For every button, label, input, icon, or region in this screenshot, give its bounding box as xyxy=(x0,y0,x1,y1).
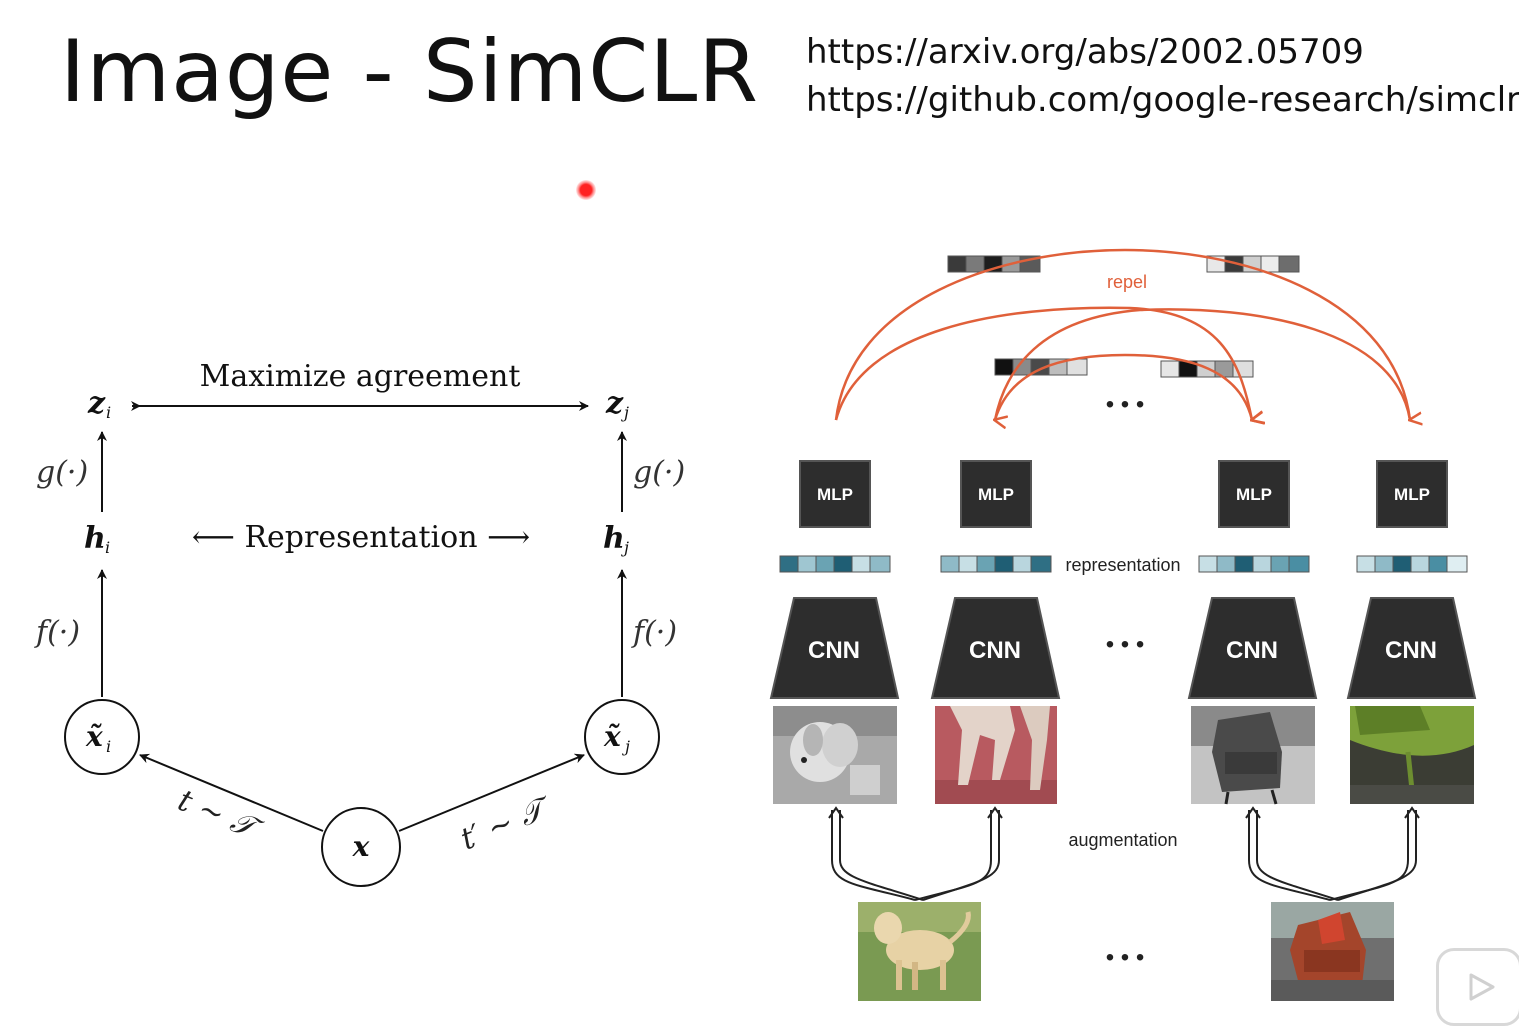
t-left-arrow xyxy=(139,753,324,832)
svg-text:j: j xyxy=(622,737,630,756)
h-i-label: h xyxy=(84,521,106,556)
augmented-image-chair-green xyxy=(1350,706,1474,804)
cnn-block-1: CNN xyxy=(769,597,900,699)
ellipsis-top: • • • xyxy=(1106,391,1145,418)
right-diagram: repel • • • MLP MLP MLP MLP xyxy=(769,248,1477,1001)
mlp-block-2: MLP xyxy=(960,460,1032,528)
cnn-block-2: CNN xyxy=(930,597,1061,699)
svg-text:MLP: MLP xyxy=(1236,485,1272,504)
svg-text:CNN: CNN xyxy=(1385,637,1437,664)
augmentation-arrows xyxy=(831,810,1417,901)
x-node xyxy=(321,807,401,887)
left-diagram: Maximize agreement z i z j g(·) g(·) h i… xyxy=(34,359,685,887)
representation-text: representation xyxy=(1065,555,1180,575)
svg-text:MLP: MLP xyxy=(1394,485,1430,504)
t-right-label: t′ ∼ 𝒯 xyxy=(456,789,557,857)
h-j-label: h xyxy=(603,521,625,556)
maximize-agreement-label: Maximize agreement xyxy=(200,359,521,394)
f-right-label: f(·) xyxy=(631,615,677,650)
projection-vector-3 xyxy=(994,358,1088,376)
augmented-image-chair-grayscale xyxy=(1191,706,1315,805)
augmented-image-dog-legs-red xyxy=(935,706,1057,804)
ellipsis-bottom: • • • xyxy=(1106,944,1145,971)
svg-text:i: i xyxy=(106,737,111,756)
projection-vector-1 xyxy=(947,255,1041,273)
svg-text:j: j xyxy=(621,538,629,557)
ellipsis-mid: • • • xyxy=(1106,631,1145,658)
representation-vector-1 xyxy=(779,555,891,573)
original-image-chair xyxy=(1271,902,1394,1001)
svg-text:MLP: MLP xyxy=(817,485,853,504)
svg-text:CNN: CNN xyxy=(969,637,1021,664)
representation-vector-3 xyxy=(1198,555,1310,573)
laser-pointer xyxy=(576,180,596,200)
svg-text:CNN: CNN xyxy=(808,637,860,664)
z-j-label: z xyxy=(605,386,624,421)
svg-text:j: j xyxy=(621,403,629,422)
projection-vector-2 xyxy=(1206,255,1300,273)
cnn-block-3: CNN xyxy=(1187,597,1318,699)
repel-arcs xyxy=(834,248,1410,420)
slide-title: Image - SimCLR xyxy=(60,22,760,122)
x-j-node xyxy=(584,699,660,775)
g-right-label: g(·) xyxy=(633,455,685,490)
representation-vector-2 xyxy=(940,555,1052,573)
svg-text:CNN: CNN xyxy=(1226,637,1278,664)
svg-text:MLP: MLP xyxy=(978,485,1014,504)
augmentation-label: augmentation xyxy=(1068,830,1177,850)
x-i-label: x̃ xyxy=(85,720,103,753)
x-j-label: x̃ xyxy=(603,720,621,753)
augmented-image-dog-grayscale xyxy=(773,706,897,804)
arxiv-link[interactable]: https://arxiv.org/abs/2002.05709 xyxy=(806,32,1364,72)
x-i-node xyxy=(64,699,140,775)
mlp-block-3: MLP xyxy=(1218,460,1290,528)
video-play-badge[interactable] xyxy=(1436,948,1519,1026)
mlp-block-1: MLP xyxy=(799,460,871,528)
svg-text:i: i xyxy=(105,538,110,557)
representation-label: ⟵ Representation ⟶ xyxy=(192,520,530,555)
t-right-arrow xyxy=(398,753,585,832)
representation-vector-4 xyxy=(1356,555,1468,573)
g-left-label: g(·) xyxy=(36,455,88,490)
cnn-block-4: CNN xyxy=(1346,597,1477,699)
original-image-dog xyxy=(858,902,981,1001)
play-icon xyxy=(1469,973,1495,1001)
github-link[interactable]: https://github.com/google-research/simcl… xyxy=(806,80,1519,120)
t-left-label: t ∼ 𝒯 xyxy=(173,783,268,849)
x-label: x xyxy=(352,830,370,863)
z-i-label: z xyxy=(87,386,106,421)
svg-text:i: i xyxy=(106,403,111,422)
repel-label: repel xyxy=(1107,272,1147,292)
f-left-label: f(·) xyxy=(34,615,80,650)
mlp-block-4: MLP xyxy=(1376,460,1448,528)
